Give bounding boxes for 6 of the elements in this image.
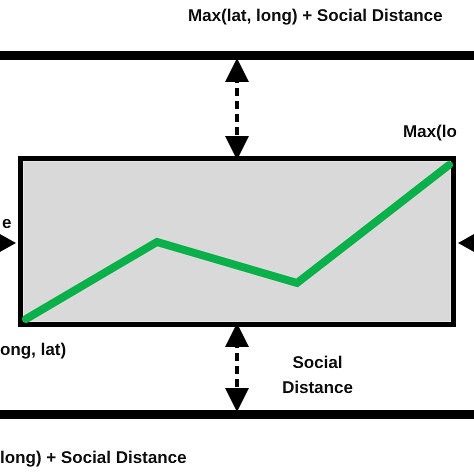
text-label: e: [2, 213, 12, 233]
text-label: Max(lat, long) + Social Distance: [188, 6, 443, 26]
text-label: ong, lat): [0, 340, 66, 360]
text-label: Max(lo: [403, 122, 457, 142]
text-label: long) + Social Distance: [0, 448, 187, 468]
text-label: Social Distance: [281, 352, 354, 399]
